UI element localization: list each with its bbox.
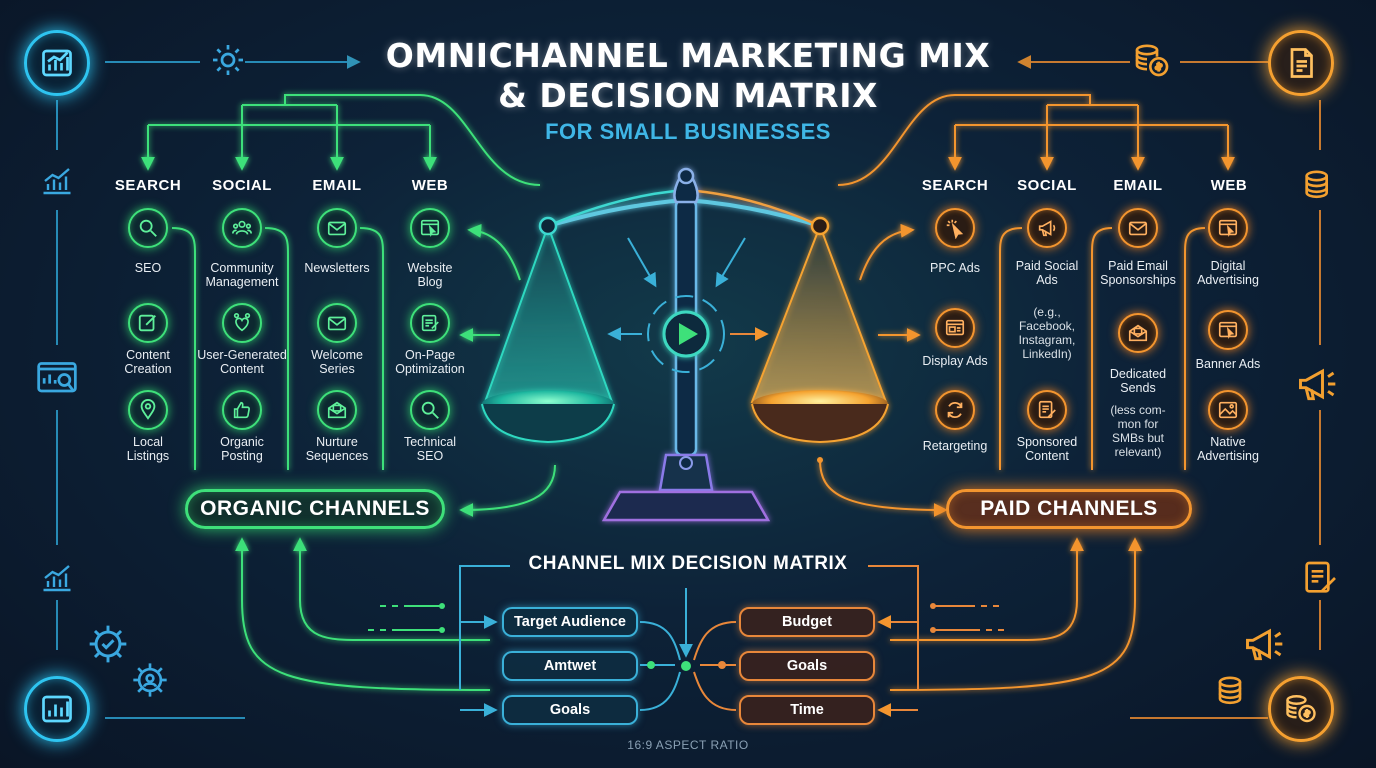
organic-web-heading: WEB: [411, 177, 449, 194]
decision-matrix-title: CHANNEL MIX DECISION MATRIX: [528, 553, 848, 574]
channel-sponsored-content[interactable]: Sponsored Content: [1016, 435, 1078, 463]
browser-cursor-icon: [1208, 208, 1248, 248]
browser-cursor-icon: [410, 208, 450, 248]
organic-email-heading: EMAIL: [312, 177, 362, 194]
channel-welcome-series[interactable]: Welcome Series: [311, 348, 363, 376]
dashboard-icon: [35, 358, 79, 402]
document-pencil-icon: [1300, 558, 1340, 598]
organic-search-heading: SEARCH: [114, 177, 182, 194]
community-icon: [222, 208, 262, 248]
aspect-ratio-note: 16:9 ASPECT RATIO: [627, 738, 749, 752]
play-icon: [607, 237, 823, 463]
megaphone-icon: [1027, 208, 1067, 248]
factor-budget[interactable]: Budget: [739, 607, 875, 637]
open-envelope-icon: [317, 390, 357, 430]
coins-icon: [1210, 672, 1250, 712]
channel-content-creation[interactable]: Content Creation: [124, 348, 172, 376]
channel-technical-seo[interactable]: Technical SEO: [403, 435, 457, 463]
channel-banner-ads[interactable]: Banner Ads: [1195, 357, 1261, 371]
document-edit-icon: [410, 303, 450, 343]
gear-icon: [210, 42, 246, 78]
organic-channels-label[interactable]: ORGANIC CHANNELS: [185, 489, 445, 529]
channel-newsletters[interactable]: Newsletters: [304, 261, 370, 275]
channel-paid-email-sponsorships[interactable]: Paid Email Sponsorships: [1100, 259, 1176, 287]
page-subtitle: FOR SMALL BUSINESSES: [545, 119, 831, 144]
factor-amtwet[interactable]: Amtwet: [502, 651, 638, 681]
channel-nurture-sequences[interactable]: Nurture Sequences: [305, 435, 369, 463]
megaphone-icon: [1295, 362, 1339, 406]
bar-chart-icon: [24, 30, 90, 96]
display-ad-icon: [935, 308, 975, 348]
channel-ppc-ads[interactable]: PPC Ads: [929, 261, 981, 275]
page-title: OMNICHANNEL MARKETING MIX: [385, 36, 991, 75]
factor-time[interactable]: Time: [739, 695, 875, 725]
coins-icon: [1300, 166, 1340, 206]
magnifier-icon: [410, 390, 450, 430]
paid-social-note: (e.g., Facebook, Instagram, LinkedIn): [1018, 305, 1076, 361]
line-chart-icon: [37, 560, 77, 596]
channel-display-ads[interactable]: Display Ads: [922, 354, 988, 368]
image-frame-icon: [1208, 390, 1248, 430]
envelope-icon: [317, 208, 357, 248]
channel-community-management[interactable]: Community Management: [205, 261, 279, 289]
channel-organic-posting[interactable]: Organic Posting: [220, 435, 264, 463]
document-icon: [1268, 30, 1334, 96]
magnifier-icon: [128, 208, 168, 248]
hearts-icon: [222, 303, 262, 343]
document-pencil-icon: [1027, 390, 1067, 430]
channel-retargeting[interactable]: Retargeting: [922, 439, 988, 453]
factor-goals-left[interactable]: Goals: [502, 695, 638, 725]
factor-target-audience[interactable]: Target Audience: [502, 607, 638, 637]
channel-on-page-optimization[interactable]: On-Page Optimization: [395, 348, 465, 376]
paid-web-heading: WEB: [1210, 177, 1248, 194]
bar-chart-icon: [24, 676, 90, 742]
refresh-icon: [935, 390, 975, 430]
paid-email-heading: EMAIL: [1113, 177, 1163, 194]
envelope-icon: [317, 303, 357, 343]
megaphone-icon: [1242, 622, 1286, 666]
browser-cursor-icon: [1208, 310, 1248, 350]
gear-check-icon: [86, 622, 130, 666]
line-chart-icon: [37, 163, 77, 199]
gear-icon: [130, 660, 170, 700]
balance-scale-icon: [481, 167, 889, 522]
envelope-icon: [1118, 208, 1158, 248]
pencil-icon: [128, 303, 168, 343]
dedicated-sends-note: (less com- mon for SMBs but relevant): [1110, 403, 1166, 459]
organic-social-heading: SOCIAL: [212, 177, 272, 194]
paid-search-heading: SEARCH: [921, 177, 989, 194]
channel-digital-advertising[interactable]: Digital Advertising: [1197, 259, 1259, 287]
paid-channels-label[interactable]: PAID CHANNELS: [946, 489, 1192, 529]
dollar-coins-icon: [1268, 676, 1334, 742]
factor-goals-right[interactable]: Goals: [739, 651, 875, 681]
channel-paid-social-ads[interactable]: Paid Social Ads: [1015, 259, 1079, 287]
channel-seo[interactable]: SEO: [134, 261, 162, 275]
channel-local-listings[interactable]: Local Listings: [126, 435, 170, 463]
channel-native-advertising[interactable]: Native Advertising: [1197, 435, 1259, 463]
paid-social-heading: SOCIAL: [1017, 177, 1077, 194]
map-pin-icon: [128, 390, 168, 430]
coins-icon: [1132, 40, 1172, 80]
thumbs-up-icon: [222, 390, 262, 430]
page-title-line2: & DECISION MATRIX: [498, 76, 878, 115]
channel-user-generated-content[interactable]: User-Generated Content: [197, 348, 287, 376]
channel-dedicated-sends[interactable]: Dedicated Sends: [1109, 367, 1167, 395]
open-envelope-icon: [1118, 313, 1158, 353]
click-cursor-icon: [935, 208, 975, 248]
channel-website-blog[interactable]: Website Blog: [407, 261, 453, 289]
